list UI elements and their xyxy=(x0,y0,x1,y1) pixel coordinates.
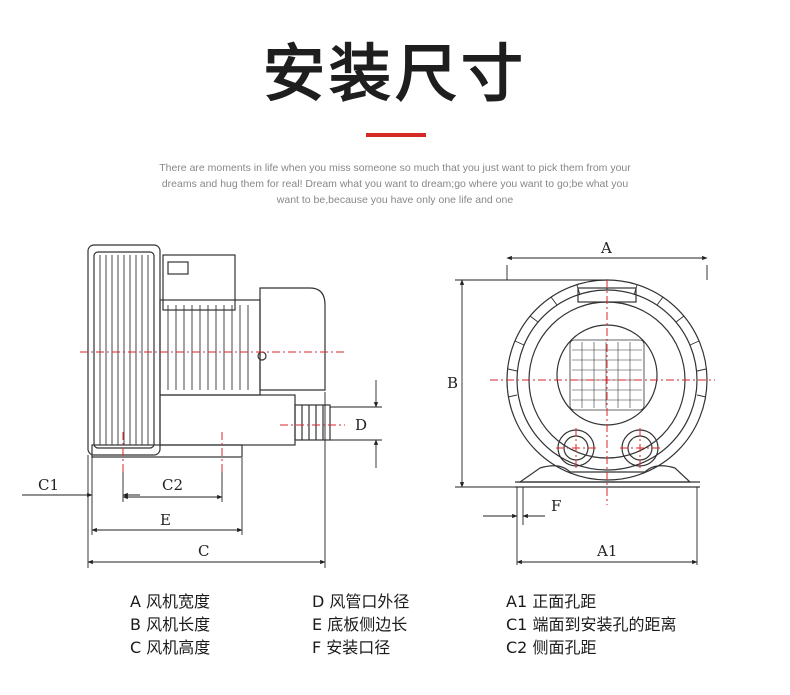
legend-item-f: F 安装口径 xyxy=(312,638,391,657)
dim-label-a1: A1 xyxy=(596,542,617,560)
legend-item-e: E 底板侧边长 xyxy=(312,615,408,634)
side-view-centerlines xyxy=(80,351,345,472)
title-underline xyxy=(366,133,426,137)
dim-label-d: D xyxy=(355,416,367,434)
front-view-centerlines xyxy=(490,280,715,505)
legend-item-d: D 风管口外径 xyxy=(312,592,410,611)
dim-label-c2: C2 xyxy=(162,476,183,494)
side-view-dimensions xyxy=(22,380,382,568)
legend-item-c2: C2 侧面孔距 xyxy=(506,638,597,657)
dim-label-b: B xyxy=(447,374,458,392)
dim-label-a: A xyxy=(600,239,612,257)
dim-label-c: C xyxy=(198,542,209,560)
legend-column-2: D 风管口外径 E 底板侧边长 F 安装口径 xyxy=(312,590,409,659)
front-view-dimensions xyxy=(455,255,708,565)
legend-column-3: A1 正面孔距 C1 端面到安装孔的距离 C2 侧面孔距 xyxy=(506,590,676,659)
dim-label-e: E xyxy=(160,511,171,529)
legend-item-c1: C1 端面到安装孔的距离 xyxy=(506,615,677,634)
legend-item-a1: A1 正面孔距 xyxy=(506,592,597,611)
legend-column-1: A 风机宽度 B 风机长度 C 风机高度 xyxy=(130,590,210,659)
dim-label-c1: C1 xyxy=(38,476,59,494)
dim-label-f: F xyxy=(551,497,561,515)
legend-item-b: B 风机长度 xyxy=(130,615,211,634)
page-title: 安装尺寸 xyxy=(262,37,527,110)
page-subtitle: There are moments in life when you miss … xyxy=(159,162,631,206)
side-view-drawing xyxy=(87,244,331,458)
legend-item-a: A 风机宽度 xyxy=(130,592,211,611)
legend-item-c: C 风机高度 xyxy=(130,638,211,657)
